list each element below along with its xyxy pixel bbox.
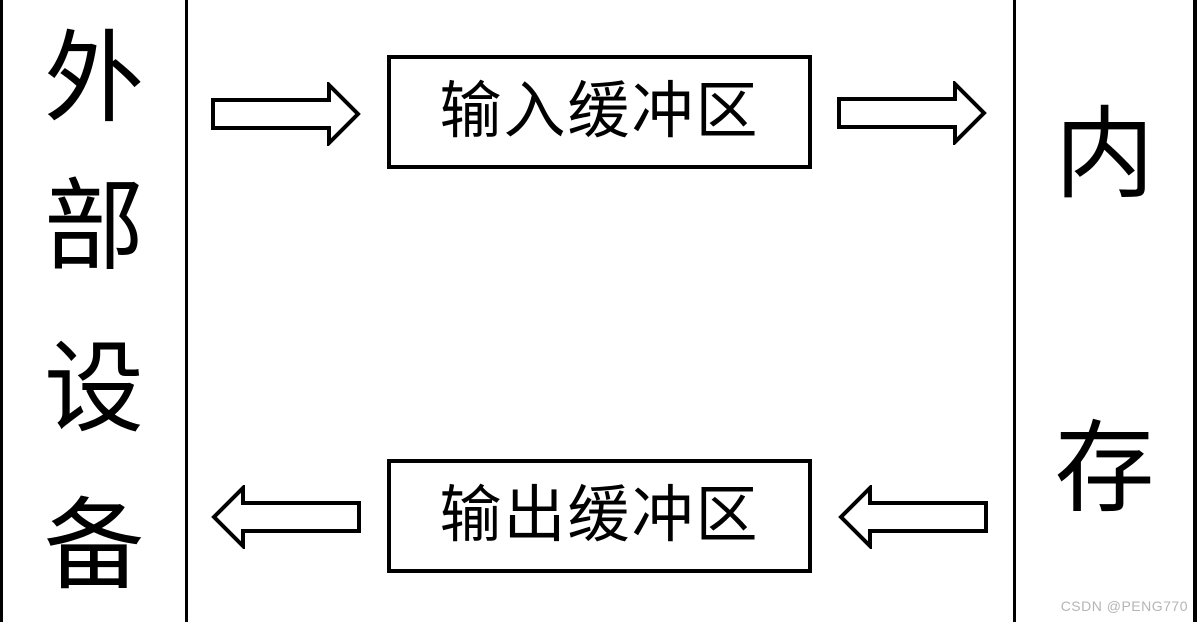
device-panel-right-border-line	[185, 0, 188, 622]
memory-panel-char-1: 内	[1054, 100, 1155, 211]
input-buffer-label: 输入缓冲区	[439, 78, 760, 146]
device-panel-char-2: 部	[44, 172, 144, 283]
right-arrow-icon-device-to-input-buffer	[211, 82, 361, 146]
right-arrow-icon-input-buffer-to-memory	[837, 81, 987, 145]
input-buffer-box: 输入缓冲区	[387, 55, 812, 169]
output-buffer-label: 输出缓冲区	[439, 482, 760, 550]
output-buffer-box: 输出缓冲区	[387, 459, 812, 573]
left-arrow-icon-memory-to-output-buffer	[838, 485, 988, 549]
left-arrow-icon-output-buffer-to-device	[211, 485, 361, 549]
memory-panel-char-2: 存	[1054, 414, 1155, 525]
device-panel-char-4: 备	[44, 491, 144, 602]
left-outer-border-line	[0, 0, 3, 622]
memory-panel-left-border-line	[1013, 0, 1016, 622]
device-panel-char-1: 外	[44, 24, 144, 135]
device-panel-char-3: 设	[44, 334, 144, 445]
right-outer-border-line	[1193, 0, 1197, 622]
csdn-watermark: CSDN @PENG770	[1060, 598, 1188, 614]
